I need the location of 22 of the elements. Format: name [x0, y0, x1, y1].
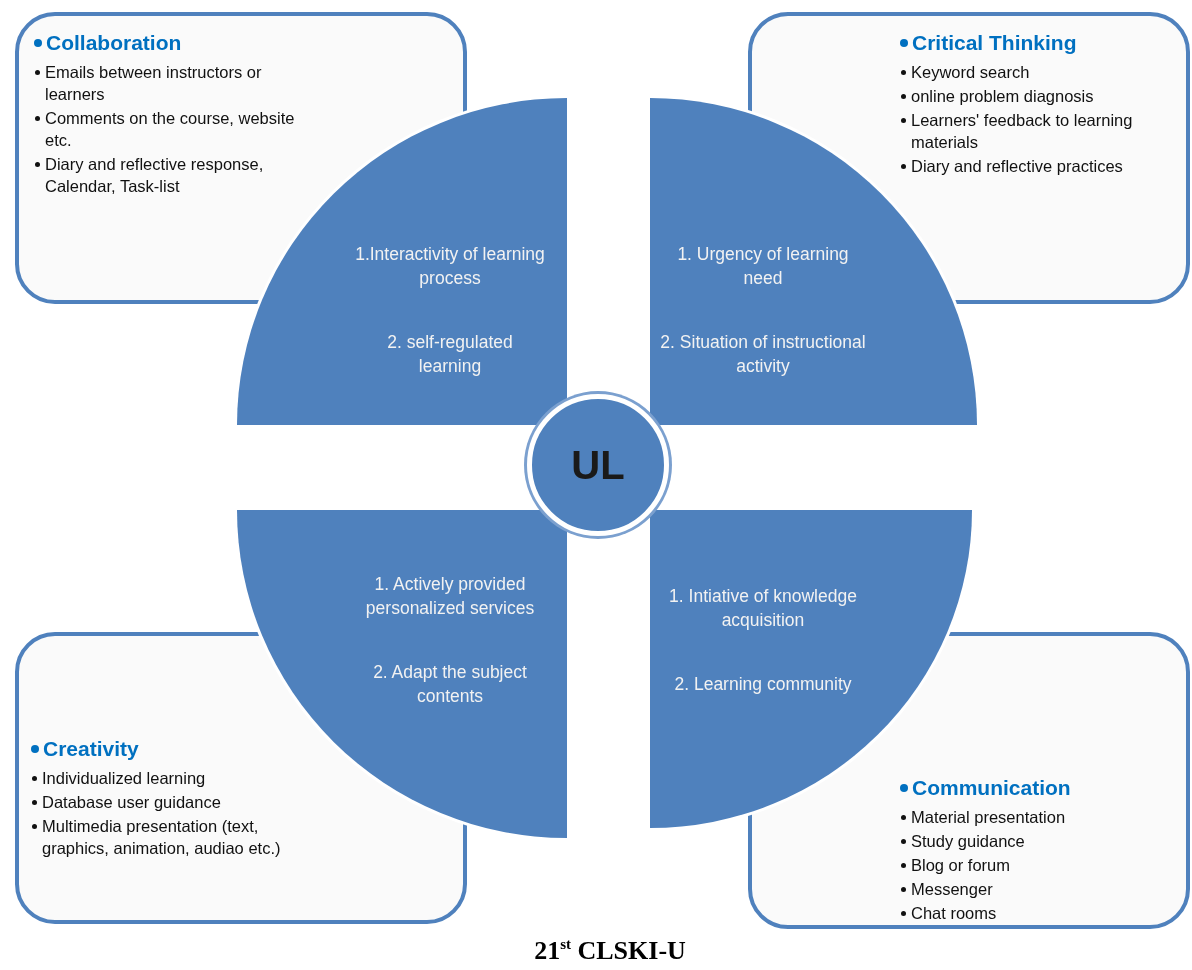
- box-heading: Critical Thinking: [900, 30, 1077, 55]
- quadrant-text: 1. Intiative of knowledge acquisition: [668, 585, 858, 632]
- quadrant-text: 2. Situation of instructional activity: [659, 331, 867, 378]
- quadrant-text: 1.Interactivity of learning process: [355, 243, 545, 290]
- quadrant-text: 2. self-regulated learning: [386, 331, 514, 378]
- caption: 21$^{st}$ CLSKI-U: [533, 936, 687, 966]
- bullet-item: Database user guidance: [31, 791, 221, 813]
- quadrant-text: 2. Learning community: [673, 673, 853, 696]
- box-heading: Collaboration: [34, 30, 182, 55]
- quadrant-text: 2. Adapt the subject contents: [372, 661, 528, 708]
- quadrant-text: 1. Actively provided personalized services: [364, 573, 536, 620]
- box-heading: Creativity: [31, 736, 139, 761]
- bullet-item: Study guidance: [900, 830, 1025, 852]
- bullet-item: Messenger: [900, 878, 993, 900]
- center-label: UL: [571, 442, 625, 488]
- bullet-item: Emails between instructors or learners: [34, 61, 319, 105]
- bullet-item: online problem diagnosis: [900, 85, 1094, 107]
- bullet-item: Individualized learning: [31, 767, 206, 789]
- bullet-item: Chat rooms: [900, 902, 997, 924]
- bullet-item: Keyword search: [900, 61, 1030, 83]
- bullet-item: Blog or forum: [900, 854, 1011, 876]
- quadrant-text: 1. Urgency of learning need: [676, 243, 850, 290]
